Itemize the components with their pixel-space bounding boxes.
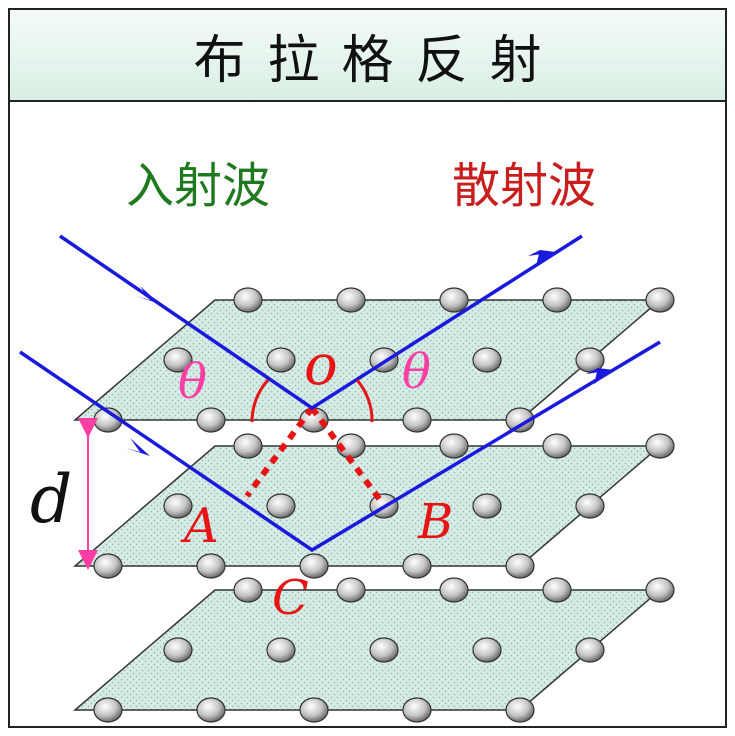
- atom: [645, 577, 675, 603]
- atom: [472, 347, 502, 373]
- atom: [93, 697, 123, 723]
- point-a-label: A: [180, 498, 219, 554]
- lattice-planes: [72, 287, 675, 723]
- atom: [645, 287, 675, 313]
- upper-ray: [59, 234, 583, 411]
- incident-wave-label: 入射波: [126, 158, 270, 214]
- atom: [369, 637, 399, 663]
- atom: [163, 493, 193, 519]
- atom: [472, 493, 502, 519]
- atom: [336, 287, 366, 313]
- theta-arc-right: [355, 379, 374, 423]
- atom: [575, 493, 605, 519]
- lattice-plane: [72, 299, 663, 421]
- point-o-label: o: [304, 333, 338, 398]
- atom: [266, 637, 296, 663]
- scattered-wave-label: 散射波: [452, 158, 596, 214]
- atom: [439, 433, 469, 459]
- atom: [299, 697, 329, 723]
- atom: [266, 347, 296, 373]
- atom: [505, 697, 535, 723]
- atom: [196, 553, 226, 579]
- title-bar: 布拉格反射: [10, 10, 725, 102]
- point-b-label: B: [417, 494, 453, 550]
- path-difference-line-a: [244, 406, 315, 498]
- atom: [542, 287, 572, 313]
- lower-ray: [19, 340, 661, 553]
- atom: [196, 407, 226, 433]
- atom: [439, 287, 469, 313]
- atom: [233, 577, 263, 603]
- atom: [505, 553, 535, 579]
- atom: [402, 553, 432, 579]
- atom: [336, 577, 366, 603]
- atom: [575, 637, 605, 663]
- upper-scattered-arrow: [528, 250, 556, 266]
- lattice-plane: [72, 445, 663, 567]
- atom: [233, 287, 263, 313]
- theta-label-right: θ: [402, 344, 431, 400]
- theta-arc-left: [250, 378, 270, 423]
- atom: [163, 637, 193, 663]
- atom: [472, 637, 502, 663]
- atom: [505, 407, 535, 433]
- lower-scattered-arrow: [586, 368, 614, 384]
- atom: [93, 553, 123, 579]
- theta-label-left: θ: [178, 354, 207, 410]
- lattice-plane: [72, 589, 663, 711]
- point-c-label: C: [272, 570, 309, 626]
- lower-incident-arrow: [126, 438, 150, 456]
- atom: [299, 553, 329, 579]
- atom: [439, 577, 469, 603]
- atom: [402, 697, 432, 723]
- d-spacing-label: d: [30, 461, 72, 538]
- atom: [542, 577, 572, 603]
- atom: [196, 697, 226, 723]
- atom: [266, 493, 296, 519]
- atom: [542, 433, 572, 459]
- upper-incident-arrow: [136, 286, 160, 304]
- atom: [402, 407, 432, 433]
- page-title: 布拉格反射: [193, 30, 564, 91]
- atom: [645, 433, 675, 459]
- atom: [163, 347, 193, 373]
- atom: [233, 433, 263, 459]
- path-difference-line-b: [309, 406, 383, 502]
